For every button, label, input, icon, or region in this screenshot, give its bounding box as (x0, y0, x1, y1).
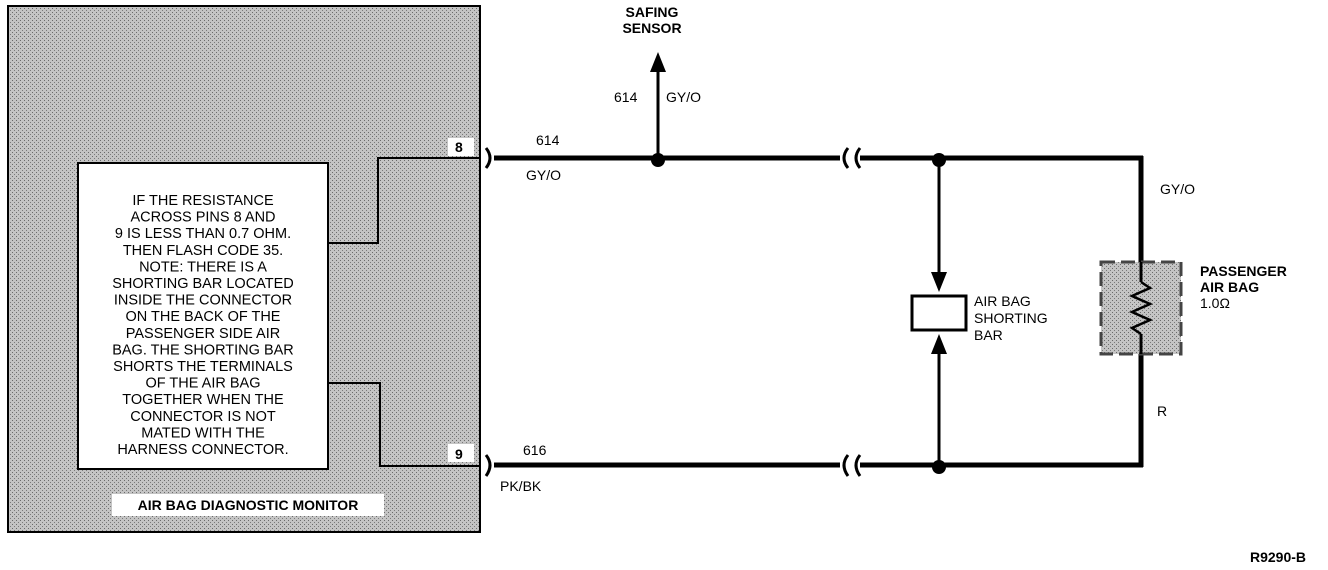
safing-sensor-circuit: 614 (614, 89, 638, 105)
note-line: ACROSS PINS 8 AND (130, 210, 275, 226)
note-line: CONNECTOR IS NOT (130, 409, 276, 425)
shorting-bar-label-3: BAR (974, 327, 1003, 343)
passenger-air-bag-label-2: AIR BAG (1200, 279, 1259, 295)
safing-sensor-label-1: SAFING (626, 4, 679, 20)
note-box (77, 162, 329, 470)
resistor-icon (1128, 280, 1154, 336)
note-line: OF THE AIR BAG (146, 376, 261, 392)
note-line: 9 IS LESS THAN 0.7 OHM. (115, 226, 291, 242)
safing-sensor-wire-color: GY/O (666, 89, 701, 105)
shorting-bar-bottom-splice (932, 460, 946, 474)
top-wire-circuit: 614 (536, 132, 560, 148)
bottom-wire-color: PK/BK (500, 478, 542, 494)
note-line: MATED WITH THE (141, 425, 265, 441)
pin-9-label: 9 (455, 446, 463, 462)
shorting-bar-symbol (910, 294, 968, 332)
pin-label-bg-8 (448, 138, 474, 156)
note-line: PASSENGER SIDE AIR (126, 326, 280, 342)
note-line: NOTE: THERE IS A (139, 259, 267, 275)
pin-8-label: 8 (455, 139, 463, 155)
internal-trace-pin9 (328, 382, 480, 467)
shorting-bar-label-1: AIR BAG (974, 293, 1031, 309)
passenger-air-bag-label-1: PASSENGER (1200, 263, 1287, 279)
monitor-connector-pin8 (484, 147, 492, 169)
note-line: HARNESS CONNECTOR. (117, 442, 288, 458)
passenger-air-bag-resistance: 1.0Ω (1200, 295, 1230, 311)
monitor-title: AIR BAG DIAGNOSTIC MONITOR (138, 497, 359, 513)
note-line: SHORTS THE TERMINALS (113, 359, 293, 375)
note-line: THEN FLASH CODE 35. (123, 243, 283, 259)
note-line: ON THE BACK OF THE (126, 309, 281, 325)
shorting-bar-label-2: SHORTING (974, 310, 1048, 326)
internal-trace-pin8 (328, 157, 480, 244)
right-wire-upper-color: GY/O (1160, 181, 1195, 197)
note-line: IF THE RESISTANCE (132, 193, 274, 209)
shorting-bar-bottom-arrow (931, 334, 947, 354)
bottom-wire-circuit: 616 (523, 442, 547, 458)
inline-connector-bottom (842, 454, 862, 477)
note-line: INSIDE THE CONNECTOR (114, 293, 292, 309)
figure-id: R9290-B (1250, 549, 1306, 565)
note-line: TOGETHER WHEN THE (122, 392, 284, 408)
pin-label-bg-9 (448, 444, 474, 462)
monitor-connector-pin9 (484, 454, 492, 477)
shorting-bar-top-arrow (931, 272, 947, 292)
note-line: BAG. THE SHORTING BAR (112, 342, 294, 358)
note-line: SHORTING BAR LOCATED (112, 276, 294, 292)
safing-sensor-splice (651, 153, 665, 167)
monitor-title-bg (112, 494, 384, 516)
right-wire-lower-color: R (1157, 403, 1167, 419)
safing-sensor-label-2: SENSOR (622, 20, 681, 36)
inline-connector-top (842, 147, 862, 169)
passenger-air-bag (1099, 260, 1183, 356)
safing-sensor-arrow (650, 52, 666, 72)
top-wire-color: GY/O (526, 167, 561, 183)
